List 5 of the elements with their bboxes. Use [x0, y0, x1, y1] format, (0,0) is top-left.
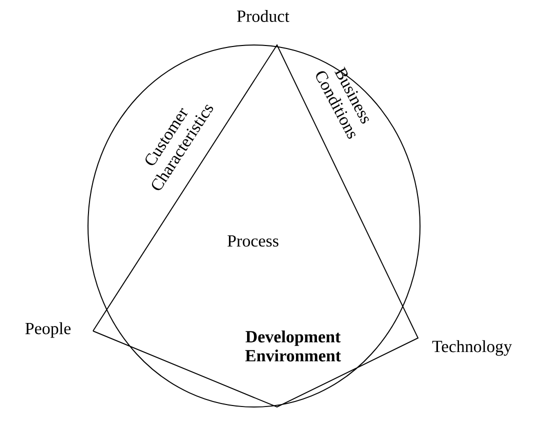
- text-label: Process: [228, 235, 278, 247]
- text-label: People: [25, 322, 71, 338]
- text-label: Technology: [432, 340, 512, 356]
- text-label: Development Environment: [245, 330, 341, 362]
- text-label: Product: [237, 10, 290, 22]
